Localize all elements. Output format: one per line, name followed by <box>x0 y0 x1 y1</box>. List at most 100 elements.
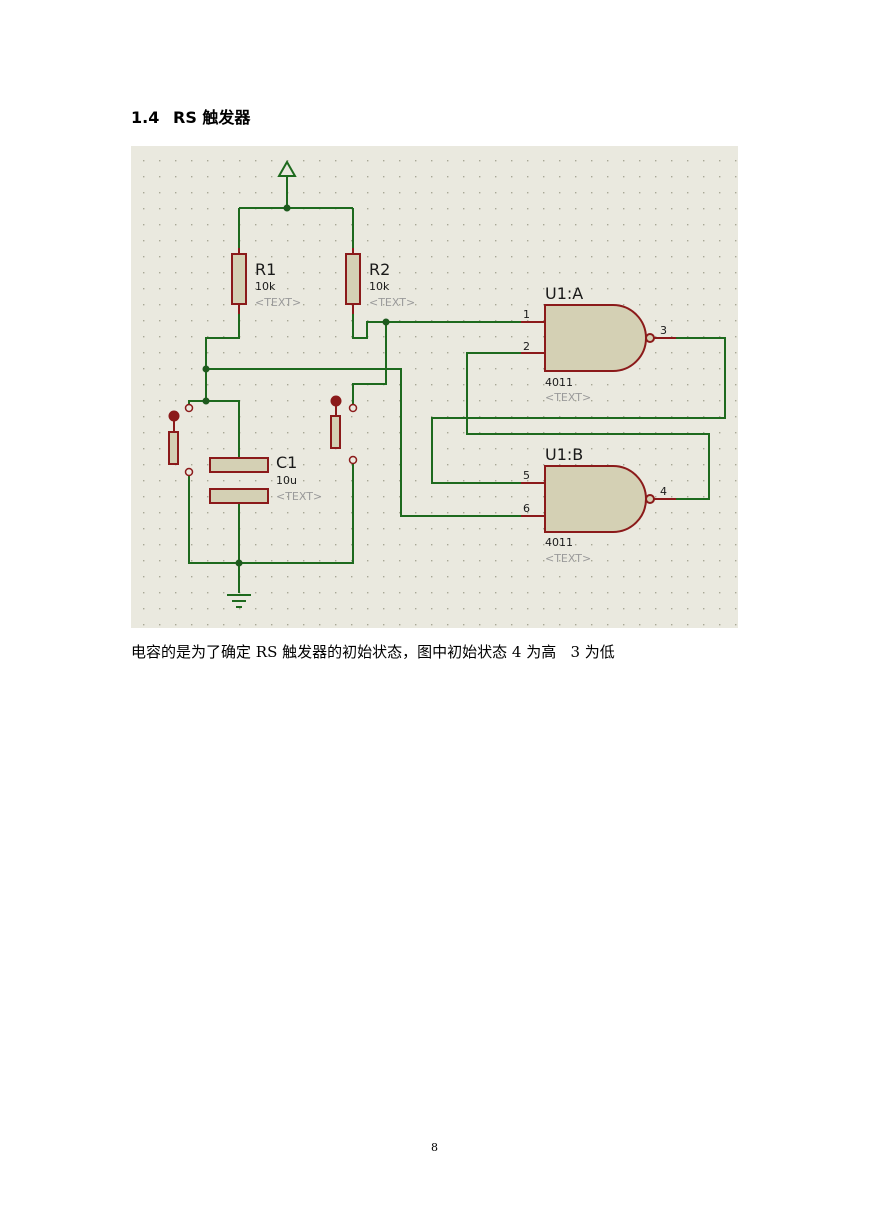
grid-dot <box>543 256 545 258</box>
grid-dot <box>703 240 705 242</box>
grid-dot <box>335 496 337 498</box>
grid-dot <box>431 272 433 274</box>
grid-dot <box>527 496 529 498</box>
grid-dot <box>447 432 449 434</box>
grid-dot <box>591 592 593 594</box>
grid-dot <box>415 384 417 386</box>
grid-dot <box>447 288 449 290</box>
grid-dot <box>207 160 209 162</box>
grid-dot <box>399 544 401 546</box>
grid-dot <box>559 160 561 162</box>
grid-dot <box>271 320 273 322</box>
grid-dot <box>719 544 721 546</box>
grid-dot <box>639 160 641 162</box>
grid-dot <box>479 336 481 338</box>
grid-dot <box>399 448 401 450</box>
grid-dot <box>159 432 161 434</box>
grid-dot <box>431 192 433 194</box>
grid-dot <box>591 208 593 210</box>
r1-ref: R1 <box>255 260 276 279</box>
grid-dot <box>463 624 465 626</box>
grid-dot <box>463 288 465 290</box>
grid-dot <box>399 480 401 482</box>
grid-dot <box>607 256 609 258</box>
grid-dot <box>447 176 449 178</box>
grid-dot <box>703 448 705 450</box>
grid-dot <box>687 240 689 242</box>
grid-dot <box>527 544 529 546</box>
grid-dot <box>575 160 577 162</box>
grid-dot <box>559 288 561 290</box>
grid-dot <box>367 576 369 578</box>
grid-dot <box>303 400 305 402</box>
grid-dot <box>415 320 417 322</box>
grid-dot <box>319 592 321 594</box>
grid-dot <box>527 288 529 290</box>
grid-dot <box>271 432 273 434</box>
grid-dot <box>223 176 225 178</box>
grid-dot <box>543 336 545 338</box>
grid-dot <box>415 288 417 290</box>
grid-dot <box>399 160 401 162</box>
grid-dot <box>591 224 593 226</box>
grid-dot <box>687 304 689 306</box>
grid-dot <box>143 432 145 434</box>
grid-dot <box>511 576 513 578</box>
grid-dot <box>607 192 609 194</box>
grid-dot <box>159 304 161 306</box>
grid-dot <box>511 432 513 434</box>
grid-dot <box>719 496 721 498</box>
grid-dot <box>703 528 705 530</box>
grid-dot <box>303 496 305 498</box>
grid-dot <box>527 608 529 610</box>
figure-caption: 电容的是为了确定 RS 触发器的初始状态，图中初始状态 4 为高 3 为低 <box>131 643 615 661</box>
grid-dot <box>463 224 465 226</box>
grid-dot <box>255 320 257 322</box>
grid-dot <box>143 240 145 242</box>
grid-dot <box>175 400 177 402</box>
grid-dot <box>511 400 513 402</box>
grid-dot <box>207 176 209 178</box>
grid-dot <box>559 176 561 178</box>
grid-dot <box>271 384 273 386</box>
grid-dot <box>159 448 161 450</box>
grid-dot <box>335 624 337 626</box>
power-terminal-icon <box>277 159 297 177</box>
schematic-background <box>131 146 738 628</box>
r1-value: 10k <box>255 280 276 293</box>
grid-dot <box>431 304 433 306</box>
grid-dot <box>287 528 289 530</box>
grid-dot <box>495 416 497 418</box>
grid-dot <box>143 272 145 274</box>
grid-dot <box>303 160 305 162</box>
grid-dot <box>351 448 353 450</box>
grid-dot <box>223 256 225 258</box>
grid-dot <box>159 624 161 626</box>
grid-dot <box>255 560 257 562</box>
grid-dot <box>607 560 609 562</box>
grid-dot <box>543 608 545 610</box>
grid-dot <box>719 288 721 290</box>
grid-dot <box>415 416 417 418</box>
grid-dot <box>735 304 737 306</box>
grid-dot <box>415 272 417 274</box>
grid-dot <box>607 432 609 434</box>
grid-dot <box>303 336 305 338</box>
grid-dot <box>463 416 465 418</box>
grid-dot <box>191 512 193 514</box>
grid-dot <box>543 544 545 546</box>
grid-dot <box>511 304 513 306</box>
grid-dot <box>671 336 673 338</box>
grid-dot <box>271 256 273 258</box>
grid-dot <box>703 608 705 610</box>
grid-dot <box>207 384 209 386</box>
grid-dot <box>287 560 289 562</box>
grid-dot <box>719 160 721 162</box>
grid-dot <box>527 624 529 626</box>
grid-dot <box>687 512 689 514</box>
grid-dot <box>255 384 257 386</box>
grid-dot <box>687 352 689 354</box>
grid-dot <box>351 624 353 626</box>
grid-dot <box>511 272 513 274</box>
grid-dot <box>431 176 433 178</box>
